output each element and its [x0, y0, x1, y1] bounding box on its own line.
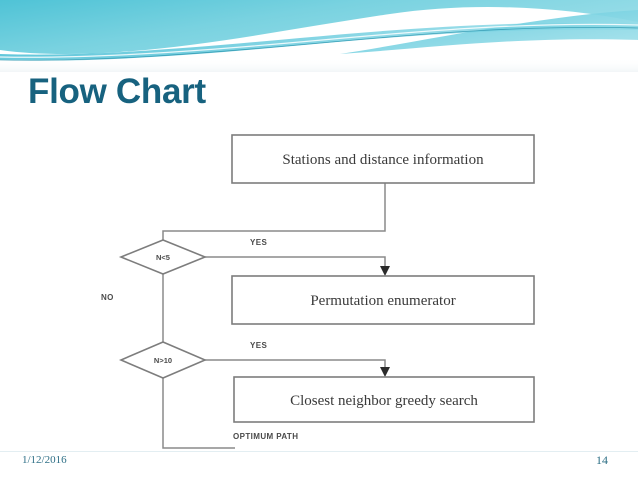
flowchart-image: Stations and distance information N<5 YE…: [93, 118, 553, 460]
footer-divider: [0, 451, 638, 452]
wave-fade: [0, 58, 638, 72]
footer-page-number: 14: [596, 453, 608, 467]
node-closest-neighbor-greedy-search: [233, 376, 535, 423]
edge-label-yes-top: YES: [250, 238, 267, 247]
node-label-decision1: N<5: [156, 253, 170, 262]
node-label-permutation: Permutation enumerator: [310, 293, 455, 309]
page-title: Flow Chart: [28, 72, 206, 111]
node-label-decision2: N>10: [154, 356, 172, 365]
wave-shape-secondary: [340, 10, 638, 54]
node-label-stations: Stations and distance information: [282, 152, 484, 168]
edge-n1-to-decision1: [162, 183, 386, 240]
edge-decision2-optimum-path: [162, 378, 235, 449]
node-stations-and-distance-information: [231, 134, 535, 184]
node-decision-n-less-than-5: [118, 239, 208, 275]
arrowhead-to-n3: [380, 367, 390, 377]
wave-highlight-line: [0, 23, 638, 58]
edge-decision2-yes-to-n3: [205, 359, 386, 368]
footer-date: 1/12/2016: [22, 454, 67, 466]
edge-label-no: NO: [101, 293, 114, 302]
header-wave-decoration: [0, 0, 638, 72]
edge-label-optimum-path: OPTIMUM PATH: [233, 432, 298, 441]
node-decision-n-greater-than-10: [118, 341, 208, 379]
node-permutation-enumerator: [231, 275, 535, 325]
edge-label-yes-bottom: YES: [250, 341, 267, 350]
edge-decision1-yes-to-n2: [205, 256, 386, 268]
flowchart-svg: Stations and distance information N<5 YE…: [101, 134, 535, 449]
wave-shape-primary: [0, 0, 638, 55]
wave-shape-tertiary: [0, 22, 638, 61]
arrowhead-to-n2: [380, 266, 390, 276]
node-label-closest-neighbor: Closest neighbor greedy search: [290, 393, 478, 409]
